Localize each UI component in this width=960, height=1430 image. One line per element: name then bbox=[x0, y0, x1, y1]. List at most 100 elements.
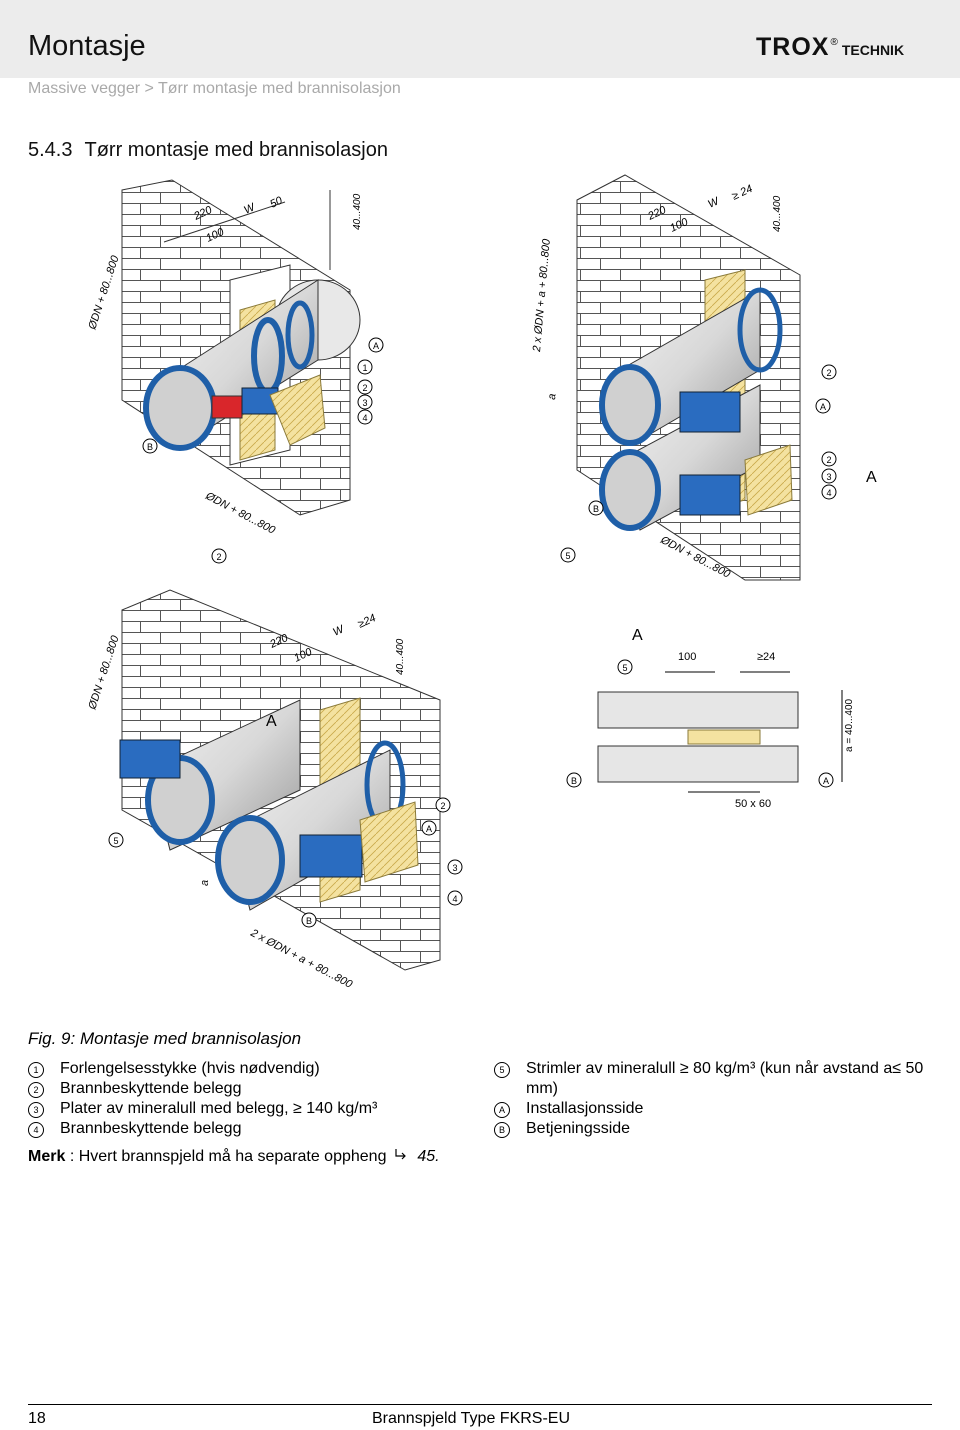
insulation-board bbox=[269, 374, 326, 446]
diagram-double-damper-horizontal: 220 100 W ≥24 40...400 ØDN + 80...800 2 … bbox=[86, 589, 463, 991]
callout-b: B bbox=[147, 442, 153, 452]
section-title-a: A bbox=[632, 627, 643, 644]
dim-dn-bottom: ØDN + 80...800 bbox=[203, 490, 278, 538]
page-reference-arrow-icon[interactable] bbox=[394, 1148, 410, 1162]
actuator bbox=[211, 387, 279, 419]
callout-4: 4 bbox=[826, 488, 831, 498]
dim-24: ≥24 bbox=[757, 651, 775, 663]
legend-key: B bbox=[494, 1122, 510, 1138]
legend-right: 5 Strimler av mineralull ≥ 80 kg/m³ (kun… bbox=[494, 1059, 934, 1139]
dim-a: a bbox=[199, 880, 211, 886]
legend-text: Brannbeskyttende belegg bbox=[60, 1120, 242, 1137]
logo-main-text: TROX bbox=[756, 33, 830, 61]
note-page-ref[interactable]: 45. bbox=[417, 1148, 440, 1165]
dim-dn-vertical: ØDN + 80...800 bbox=[86, 253, 122, 331]
dim-50x60: 50 x 60 bbox=[735, 798, 771, 810]
legend-item: 3 Plater av mineralull med belegg, ≥ 140… bbox=[28, 1099, 468, 1119]
mounting-note: Merk : Hvert brannspjeld må ha separate … bbox=[28, 1148, 440, 1166]
section-heading: 5.4.3 Tørr montasje med brannisolasjon bbox=[28, 139, 388, 162]
section-number: 5.4.3 bbox=[28, 139, 73, 161]
legend-item: 1 Forlengelsesstykke (hvis nødvendig) bbox=[28, 1059, 468, 1079]
actuator-upper bbox=[679, 391, 741, 433]
dim-w: W bbox=[242, 201, 258, 217]
callout-4: 4 bbox=[452, 894, 457, 904]
legend-item: A Installasjonsside bbox=[494, 1099, 934, 1119]
footer-page-number: 18 bbox=[28, 1410, 46, 1427]
callout-a: A bbox=[820, 402, 826, 412]
dim-40-400: 40...400 bbox=[352, 193, 363, 230]
dim-100: 100 bbox=[678, 651, 696, 663]
callout-2b: 2 bbox=[216, 552, 221, 562]
dim-a-range: a = 40...400 bbox=[844, 698, 855, 752]
breadcrumb[interactable]: Massive vegger > Tørr montasje med brann… bbox=[28, 80, 401, 97]
dim-40-400: 40...400 bbox=[395, 638, 406, 675]
dim-a: a bbox=[546, 393, 558, 400]
dim-vertical: 2 x ØDN + a + 80...800 bbox=[531, 238, 553, 354]
logo-registered-mark: ® bbox=[830, 37, 838, 48]
duct-upper bbox=[599, 287, 783, 446]
section-title: Tørr montasje med brannisolasjon bbox=[84, 139, 388, 161]
footer-divider bbox=[28, 1404, 932, 1405]
note-label: Merk bbox=[28, 1148, 66, 1165]
insulation-board bbox=[359, 801, 419, 883]
callouts: 2 A 5 3 4 B bbox=[108, 797, 463, 928]
legend-text: Installasjonsside bbox=[526, 1100, 644, 1117]
header-bar bbox=[0, 0, 960, 78]
arrow-label-a: A bbox=[866, 469, 877, 486]
legend-key: 4 bbox=[28, 1122, 44, 1138]
callout-3: 3 bbox=[826, 472, 831, 482]
callouts: A 1 2 3 4 B 2 bbox=[142, 337, 384, 564]
damper-upper bbox=[597, 691, 799, 729]
callouts: 2 A 2 3 4 A B 5 bbox=[560, 364, 877, 563]
legend-key: 3 bbox=[28, 1102, 44, 1118]
dim-vertical: ØDN + 80...800 bbox=[86, 633, 122, 711]
page-title: Montasje bbox=[28, 30, 146, 62]
legend-text: Betjeningsside bbox=[526, 1120, 631, 1137]
figure-caption: Fig. 9: Montasje med brannisolasjon bbox=[28, 1029, 302, 1048]
damper-lower bbox=[597, 745, 799, 783]
legend-key: A bbox=[494, 1102, 510, 1118]
diagram-section-a: A 5 100 ≥24 a = 40...400 B A 50 x 60 bbox=[566, 627, 855, 810]
diagram-double-damper-vertical: 220 100 W ≥ 24 40...400 2 x ØDN + a + 80… bbox=[531, 174, 877, 581]
insulation-board bbox=[744, 444, 793, 516]
legend-key: 5 bbox=[494, 1062, 510, 1078]
insulation-strip bbox=[687, 729, 761, 745]
callout-5: 5 bbox=[622, 663, 627, 673]
legend-left: 1 Forlengelsesstykke (hvis nødvendig) 2 … bbox=[28, 1059, 468, 1139]
legend-text: Strimler av mineralull ≥ 80 kg/m³ (kun n… bbox=[526, 1060, 924, 1097]
callout-b: B bbox=[306, 916, 312, 926]
callout-1: 1 bbox=[362, 363, 367, 373]
legend-item: 4 Brannbeskyttende belegg bbox=[28, 1119, 468, 1139]
callout-3: 3 bbox=[362, 398, 367, 408]
logo-sub-text: TECHNIK bbox=[841, 42, 905, 58]
installation-figure: 220 100 W 50 40...400 ØDN + 80...800 ØDN… bbox=[86, 174, 877, 991]
callout-b: B bbox=[593, 504, 599, 514]
dim-w: W bbox=[331, 623, 347, 639]
dim-24: ≥24 bbox=[356, 612, 378, 631]
dim-50: 50 bbox=[268, 194, 285, 210]
actuator-left bbox=[119, 739, 181, 779]
legend-text: Brannbeskyttende belegg bbox=[60, 1080, 242, 1097]
diagram-single-damper: 220 100 W 50 40...400 ØDN + 80...800 ØDN… bbox=[86, 179, 384, 564]
footer-title: Brannspjeld Type FKRS-EU bbox=[372, 1410, 571, 1427]
legend-item: 2 Brannbeskyttende belegg bbox=[28, 1079, 468, 1099]
actuator-lower bbox=[679, 474, 741, 516]
callout-3: 3 bbox=[452, 863, 457, 873]
dim-40-400: 40...400 bbox=[772, 195, 783, 232]
callout-2: 2 bbox=[362, 383, 367, 393]
callout-2b: 2 bbox=[826, 455, 831, 465]
callout-5: 5 bbox=[565, 551, 570, 561]
legend-text: Plater av mineralull med belegg, ≥ 140 k… bbox=[60, 1100, 378, 1117]
callout-b: B bbox=[571, 776, 577, 786]
trox-logo: TROX ® TECHNIK bbox=[756, 33, 904, 62]
callout-5: 5 bbox=[113, 836, 118, 846]
dim-24: ≥ 24 bbox=[730, 183, 754, 203]
legend-item: B Betjeningsside bbox=[494, 1119, 934, 1139]
callout-a: A bbox=[426, 824, 432, 834]
arrow-label-a: A bbox=[266, 713, 277, 730]
actuator-right bbox=[299, 834, 363, 878]
callout-a: A bbox=[823, 776, 829, 786]
callout-a: A bbox=[373, 341, 379, 351]
duct-damper bbox=[143, 279, 361, 451]
callout-4: 4 bbox=[362, 413, 367, 423]
